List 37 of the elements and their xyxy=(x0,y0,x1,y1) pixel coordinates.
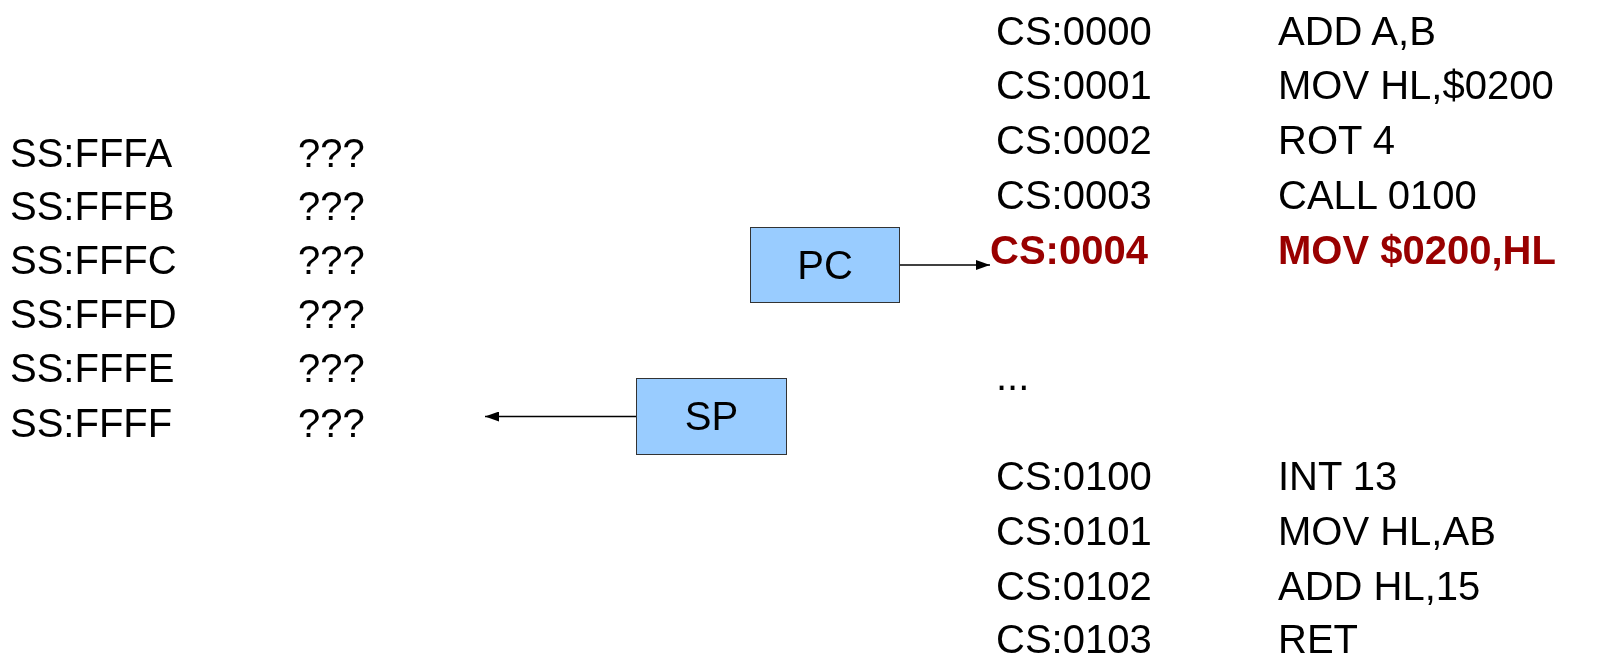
memory-value-text: CALL 0100 xyxy=(1278,172,1477,219)
address-text: ... xyxy=(996,353,1030,400)
memory-value-text: MOV HL,$0200 xyxy=(1278,62,1554,109)
memory-value-text: ??? xyxy=(298,183,365,230)
register-box xyxy=(750,227,900,303)
address-text: CS:0002 xyxy=(996,117,1152,164)
arrow xyxy=(899,260,991,270)
address-text: SS:FFFB xyxy=(10,183,175,230)
address-text: SS:FFFE xyxy=(10,345,175,392)
memory-value-text: ??? xyxy=(298,345,365,392)
address-text: CS:0101 xyxy=(996,508,1152,555)
memory-value-text: MOV HL,AB xyxy=(1278,508,1496,555)
memory-value-text: MOV $0200,HL xyxy=(1278,227,1556,273)
memory-value-text: ADD A,B xyxy=(1278,8,1436,55)
address-text: SS:FFFA xyxy=(10,130,173,177)
memory-value-text: RET xyxy=(1278,616,1358,662)
address-text: CS:0103 xyxy=(996,616,1152,662)
address-text: CS:0004 xyxy=(990,227,1148,273)
memory-value-text: ??? xyxy=(298,130,365,177)
address-text: CS:0000 xyxy=(996,8,1152,55)
address-text: SS:FFFD xyxy=(10,291,177,338)
memory-value-text: INT 13 xyxy=(1278,453,1398,500)
register-label: SP xyxy=(684,394,739,439)
memory-value-text: ??? xyxy=(298,237,365,284)
address-text: SS:FFFF xyxy=(10,400,173,446)
memory-value-text: ROT 4 xyxy=(1278,117,1396,164)
memory-value-text: ADD HL,15 xyxy=(1278,563,1481,610)
address-text: SS:FFFC xyxy=(10,237,177,284)
address-text: CS:0001 xyxy=(996,62,1152,109)
register-label: PC xyxy=(797,242,853,288)
address-text: CS:0100 xyxy=(996,453,1152,500)
register-box xyxy=(636,378,787,455)
arrow xyxy=(484,411,637,422)
address-text: CS:0003 xyxy=(996,172,1152,219)
memory-value-text: ??? xyxy=(298,291,365,338)
address-text: CS:0102 xyxy=(996,563,1152,610)
memory-value-text: ??? xyxy=(298,400,365,446)
